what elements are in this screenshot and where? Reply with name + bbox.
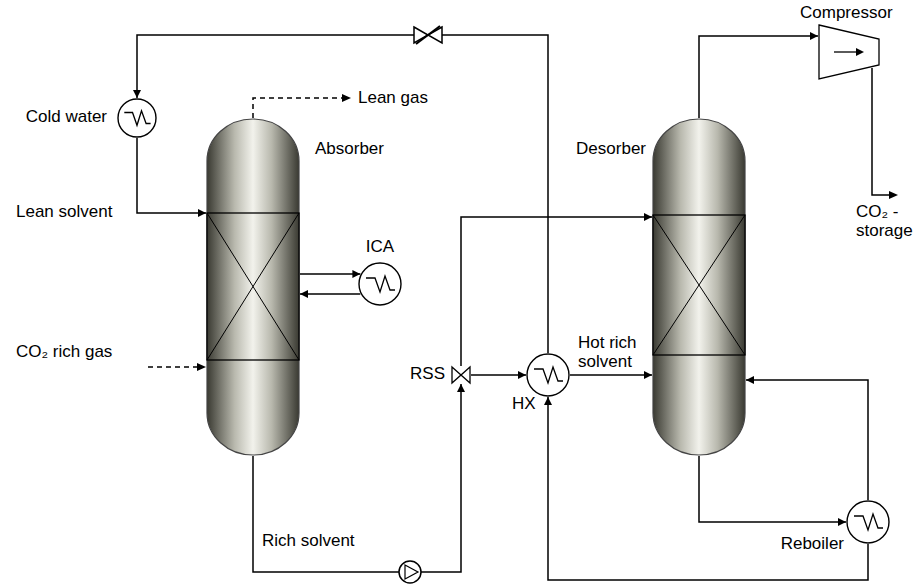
- stream-label: CO₂ - storage: [856, 203, 918, 240]
- exchanger-circle: [847, 501, 889, 543]
- arrow-head: [197, 363, 206, 371]
- reboiler-shape: [846, 500, 890, 544]
- stream-label: Lean gas: [358, 89, 428, 108]
- packing-cross: [653, 215, 745, 355]
- intercooler-shape: [358, 262, 402, 306]
- node-heading: Desorber: [576, 140, 646, 159]
- exchanger-coil: [534, 367, 563, 383]
- cooler: Cold water: [117, 98, 157, 138]
- exchanger-coil: [124, 111, 150, 126]
- process-line: [746, 380, 868, 500]
- compressor-arrow: [856, 48, 864, 56]
- desorber-column-shape: [652, 118, 746, 456]
- arrow-head: [889, 191, 898, 199]
- process-line: [300, 293, 360, 295]
- intercooler: ICA: [358, 262, 402, 306]
- exchanger-circle: [118, 99, 156, 137]
- process-line: [471, 374, 526, 376]
- exchanger-circle: [527, 354, 569, 396]
- absorber-column: Absorber: [206, 118, 300, 456]
- compressor-shape: [818, 24, 880, 80]
- packing-cross: [207, 213, 299, 360]
- node-heading: RSS: [410, 365, 445, 384]
- compressor: Compressor: [818, 24, 880, 80]
- stream-label: Rich solvent: [262, 532, 355, 551]
- process-line: [699, 456, 846, 522]
- compressor-body: [819, 25, 879, 79]
- heat-exchanger-shape: [526, 353, 570, 397]
- exchanger-coil: [366, 276, 395, 292]
- node-heading: Compressor: [800, 4, 893, 23]
- co2-outlet-line: [872, 68, 889, 195]
- packing-section: [653, 215, 745, 355]
- valve-body: [452, 367, 470, 383]
- node-heading: Absorber: [315, 140, 384, 159]
- vessel-body: [653, 119, 745, 455]
- split-valve: RSS: [451, 366, 471, 384]
- compressor-arrow: [834, 51, 856, 52]
- cooler-shape: [117, 98, 157, 138]
- throttle-valve: [416, 26, 440, 44]
- process-line: [137, 35, 548, 353]
- node-heading: Cold water: [26, 108, 107, 127]
- node-heading: HX: [512, 395, 536, 414]
- packing-cross: [653, 215, 745, 355]
- absorber-column-shape: [206, 118, 300, 456]
- lean-gas-stream: [253, 98, 342, 118]
- stream-label: Lean solvent: [16, 203, 112, 222]
- flue-gas-stream: [148, 366, 197, 368]
- process-line: [300, 273, 360, 275]
- reboiler: Reboiler: [846, 500, 890, 544]
- pump-symbol: [405, 565, 418, 579]
- arrow-head: [342, 94, 351, 102]
- node-heading: ICA: [366, 238, 394, 257]
- node-heading: Reboiler: [781, 535, 844, 554]
- heat-exchanger: HX: [526, 353, 570, 397]
- desorber-column: Desorber: [652, 118, 746, 456]
- split-valve-shape: [451, 366, 471, 384]
- packing-section: [207, 213, 299, 360]
- stream-label: CO₂ rich gas: [16, 343, 112, 362]
- exchanger-coil: [854, 514, 883, 530]
- process-line: [570, 374, 652, 376]
- exchanger-circle: [359, 263, 401, 305]
- vessel-body: [207, 119, 299, 455]
- process-line: [699, 36, 818, 118]
- packing-cross: [207, 213, 299, 360]
- pump-symbol: [399, 561, 421, 583]
- process-line: [137, 138, 206, 213]
- stream-label: Hot rich solvent: [578, 334, 646, 371]
